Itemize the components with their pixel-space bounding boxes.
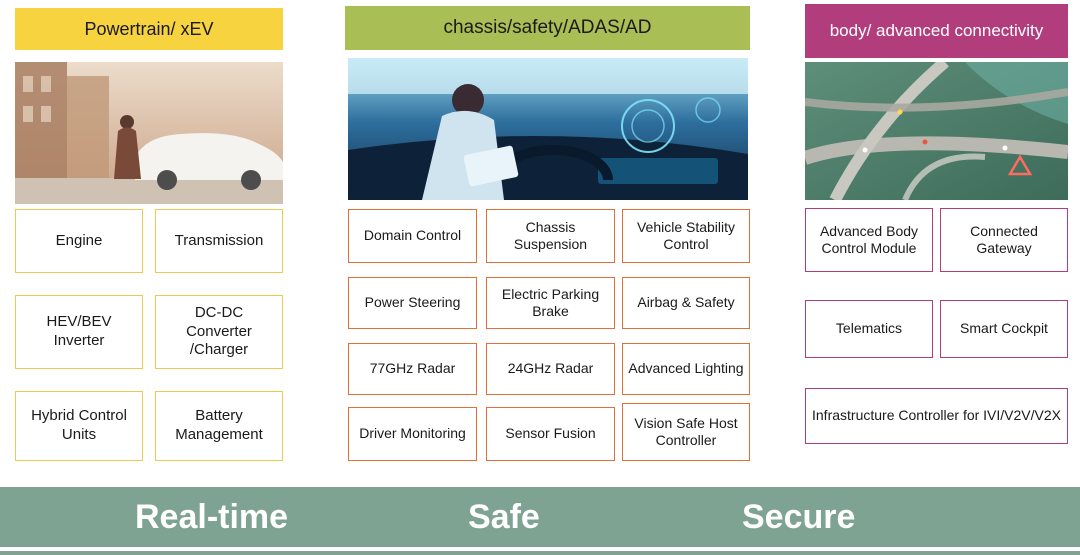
chassis-item-vision-safe-host: Vision Safe Host Controller (622, 403, 750, 461)
chassis-item-chassis-suspension: Chassis Suspension (486, 209, 615, 263)
electric-car-street-photo (15, 62, 283, 204)
powertrain-item-battery-management: Battery Management (155, 391, 283, 461)
chassis-item-airbag-safety: Airbag & Safety (622, 277, 750, 329)
chassis-item-77ghz-radar: 77GHz Radar (348, 343, 477, 395)
powertrain-item-hybrid-control: Hybrid Control Units (15, 391, 143, 461)
powertrain-item-engine: Engine (15, 209, 143, 273)
body-item-telematics: Telematics (805, 300, 933, 358)
footer-label-safe: Safe (468, 498, 540, 536)
chassis-item-vehicle-stability: Vehicle Stability Control (622, 209, 750, 263)
autonomous-driving-interior-photo (348, 58, 748, 200)
body-item-smart-cockpit: Smart Cockpit (940, 300, 1068, 358)
powertrain-item-dcdc-converter: DC-DC Converter /Charger (155, 295, 283, 369)
body-connectivity-header: body/ advanced connectivity (805, 4, 1068, 58)
highway-interchange-aerial-photo (805, 62, 1068, 200)
body-item-connected-gateway: Connected Gateway (940, 208, 1068, 272)
powertrain-item-transmission: Transmission (155, 209, 283, 273)
body-item-advanced-body-control: Advanced Body Control Module (805, 208, 933, 272)
chassis-item-domain-control: Domain Control (348, 209, 477, 263)
body-item-infrastructure-controller: Infrastructure Controller for IVI/V2V/V2… (805, 388, 1068, 444)
powertrain-item-hev-bev-inverter: HEV/BEV Inverter (15, 295, 143, 369)
chassis-item-24ghz-radar: 24GHz Radar (486, 343, 615, 395)
chassis-header: chassis/safety/ADAS/AD (345, 6, 750, 50)
chassis-item-advanced-lighting: Advanced Lighting (622, 343, 750, 395)
chassis-item-sensor-fusion: Sensor Fusion (486, 407, 615, 461)
chassis-item-driver-monitoring: Driver Monitoring (348, 407, 477, 461)
footer-band (0, 487, 1080, 547)
chassis-item-parking-brake: Electric Parking Brake (486, 277, 615, 329)
footer-strip (0, 551, 1080, 555)
footer-label-secure: Secure (742, 498, 856, 536)
footer-label-realtime: Real-time (135, 498, 289, 536)
powertrain-header: Powertrain/ xEV (15, 8, 283, 50)
chassis-item-power-steering: Power Steering (348, 277, 477, 329)
